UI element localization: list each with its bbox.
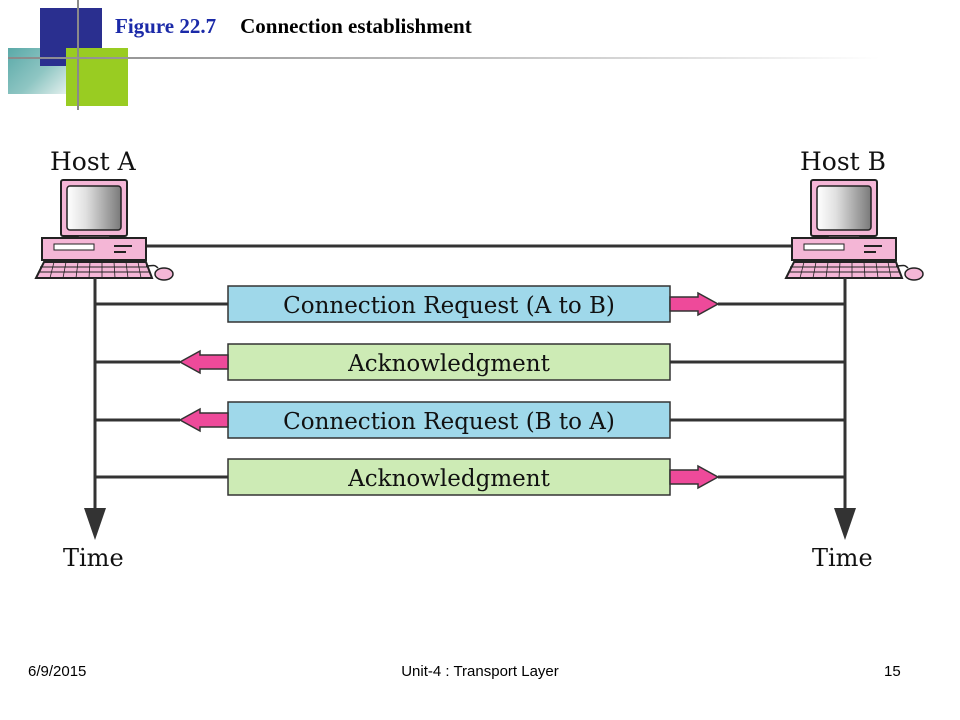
arrow-left-icon (178, 349, 229, 375)
page-number: 15 (884, 663, 901, 680)
title-underline (8, 57, 880, 59)
host-b-computer-icon (785, 179, 924, 281)
message-text: Connection Request (B to A) (283, 409, 615, 435)
host-b-label: Host B (800, 147, 886, 176)
host-b-time-label: Time (812, 544, 873, 572)
host-a-label: Host A (50, 147, 137, 176)
arrow-left-icon (178, 407, 229, 433)
message-row: Connection Request (A to B) (95, 285, 845, 323)
message-row: Connection Request (B to A) (95, 401, 845, 439)
arrow-right-icon (669, 291, 720, 317)
message-text: Connection Request (A to B) (283, 293, 615, 319)
corner-decoration-vertical-line (77, 0, 79, 110)
message-text: Acknowledgment (347, 466, 550, 492)
message-text: Acknowledgment (347, 351, 550, 377)
host-a-computer-icon (35, 179, 174, 281)
host-b-timeline-arrowhead (834, 508, 856, 540)
message-row: Acknowledgment (95, 343, 845, 381)
figure-number: Figure 22.7 (115, 14, 217, 38)
host-a-timeline-arrowhead (84, 508, 106, 540)
figure-caption: Connection establishment (240, 14, 472, 38)
figure-title: Figure 22.7 Connection establishment (115, 14, 472, 39)
message-box (227, 285, 671, 323)
footer-date: 6/9/2015 (28, 663, 87, 680)
host-a-time-label: Time (63, 544, 124, 572)
arrow-right-icon (669, 464, 720, 490)
message-box (227, 458, 671, 496)
message-row: Acknowledgment (95, 458, 845, 496)
footer-title: Unit-4 : Transport Layer (401, 663, 559, 680)
